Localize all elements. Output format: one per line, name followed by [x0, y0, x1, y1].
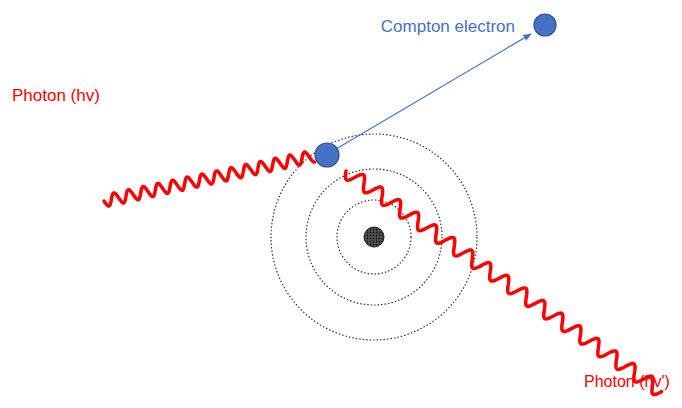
- electron: [315, 143, 339, 167]
- electron-path-arrow: [336, 34, 531, 149]
- nucleus: [364, 227, 384, 247]
- scattered-photon-label: Photon (hv'): [584, 372, 670, 392]
- compton-electron: [534, 14, 556, 36]
- incident-photon-wave: [104, 152, 315, 206]
- compton-electron-label: Compton electron: [381, 17, 515, 37]
- scattered-photon-wave: [345, 171, 661, 395]
- incident-photon-label: Photon (hv): [12, 86, 100, 106]
